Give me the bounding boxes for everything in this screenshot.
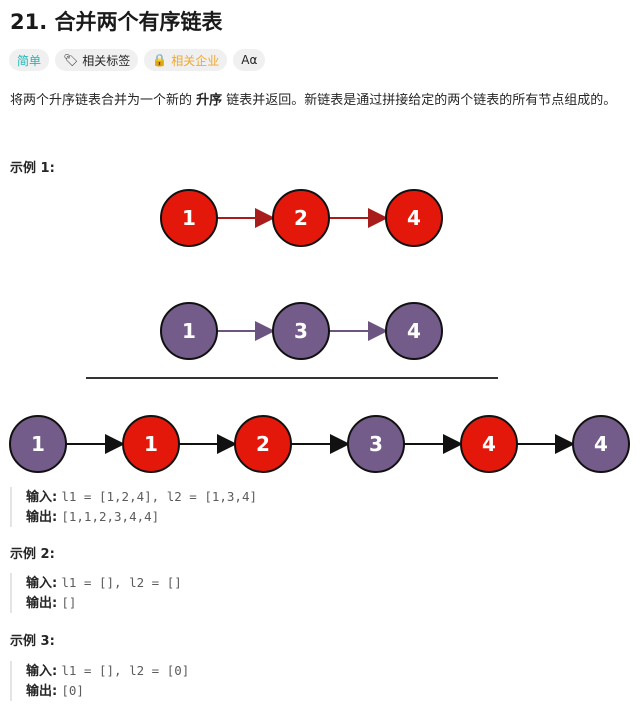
example-3-heading: 示例 3: <box>10 634 55 649</box>
node-value: 1 <box>31 432 45 456</box>
node-value: 4 <box>407 319 421 343</box>
related-companies-label: 相关企业 <box>171 53 220 68</box>
lock-icon: 🔒 <box>152 53 168 67</box>
related-tags-label: 相关标签 <box>82 53 131 68</box>
node-value: 1 <box>182 319 196 343</box>
node-value: 2 <box>294 206 308 230</box>
desc-text-2: 链表并返回。新链表是通过拼接给定的两个链表的所有节点组成的。 <box>222 93 617 108</box>
output-value: [0] <box>61 683 84 698</box>
example-3-block: 输入: l1 = [], l2 = [0] 输出: [0] <box>10 661 189 701</box>
tag-bar: 简单 🏷相关标签 🔒相关企业 Aα <box>9 49 266 71</box>
node-value: 1 <box>144 432 158 456</box>
input-value: l1 = [], l2 = [] <box>61 575 182 590</box>
list-node <box>347 415 405 473</box>
related-companies-button[interactable]: 🔒相关企业 <box>144 49 228 71</box>
linked-list-diagram: 1 2 4 1 3 4 1 1 2 3 4 4 <box>9 189 630 473</box>
tag-icon: 🏷 <box>63 53 79 67</box>
difficulty-badge[interactable]: 简单 <box>9 49 50 71</box>
list-node <box>9 415 67 473</box>
list-node <box>160 302 218 360</box>
node-value: 4 <box>407 206 421 230</box>
list-node <box>122 415 180 473</box>
example-1-block: 输入: l1 = [1,2,4], l2 = [1,3,4] 输出: [1,1,… <box>10 487 257 527</box>
problem-description: 将两个升序链表合并为一个新的 升序 链表并返回。新链表是通过拼接给定的两个链表的… <box>10 89 616 108</box>
input-label: 输入: <box>26 664 58 679</box>
node-value: 1 <box>182 206 196 230</box>
output-label: 输出: <box>26 596 58 611</box>
output-value: [] <box>61 595 77 610</box>
related-tags-button[interactable]: 🏷相关标签 <box>55 49 139 71</box>
font-toggle-button[interactable]: Aα <box>233 49 266 71</box>
output-label: 输出: <box>26 684 58 699</box>
desc-bold: 升序 <box>196 93 223 108</box>
node-value: 3 <box>369 432 383 456</box>
list-node <box>385 189 443 247</box>
list-node <box>272 189 330 247</box>
example-2-block: 输入: l1 = [], l2 = [] 输出: [] <box>10 573 182 613</box>
input-value: l1 = [1,2,4], l2 = [1,3,4] <box>61 489 258 504</box>
node-value: 3 <box>294 319 308 343</box>
list-node <box>160 189 218 247</box>
node-value: 2 <box>256 432 270 456</box>
output-value: [1,1,2,3,4,4] <box>61 509 160 524</box>
input-label: 输入: <box>26 490 58 505</box>
desc-text: 将两个升序链表合并为一个新的 <box>10 93 197 108</box>
page-title: 21. 合并两个有序链表 <box>10 10 223 34</box>
node-value: 4 <box>594 432 608 456</box>
example-2-heading: 示例 2: <box>10 547 55 562</box>
list-node <box>272 302 330 360</box>
list-node <box>234 415 292 473</box>
list-node <box>572 415 630 473</box>
node-value: 4 <box>482 432 496 456</box>
list-node <box>460 415 518 473</box>
example-1-heading: 示例 1: <box>10 161 55 176</box>
input-value: l1 = [], l2 = [0] <box>61 663 190 678</box>
output-label: 输出: <box>26 510 58 525</box>
list-node <box>385 302 443 360</box>
input-label: 输入: <box>26 576 58 591</box>
